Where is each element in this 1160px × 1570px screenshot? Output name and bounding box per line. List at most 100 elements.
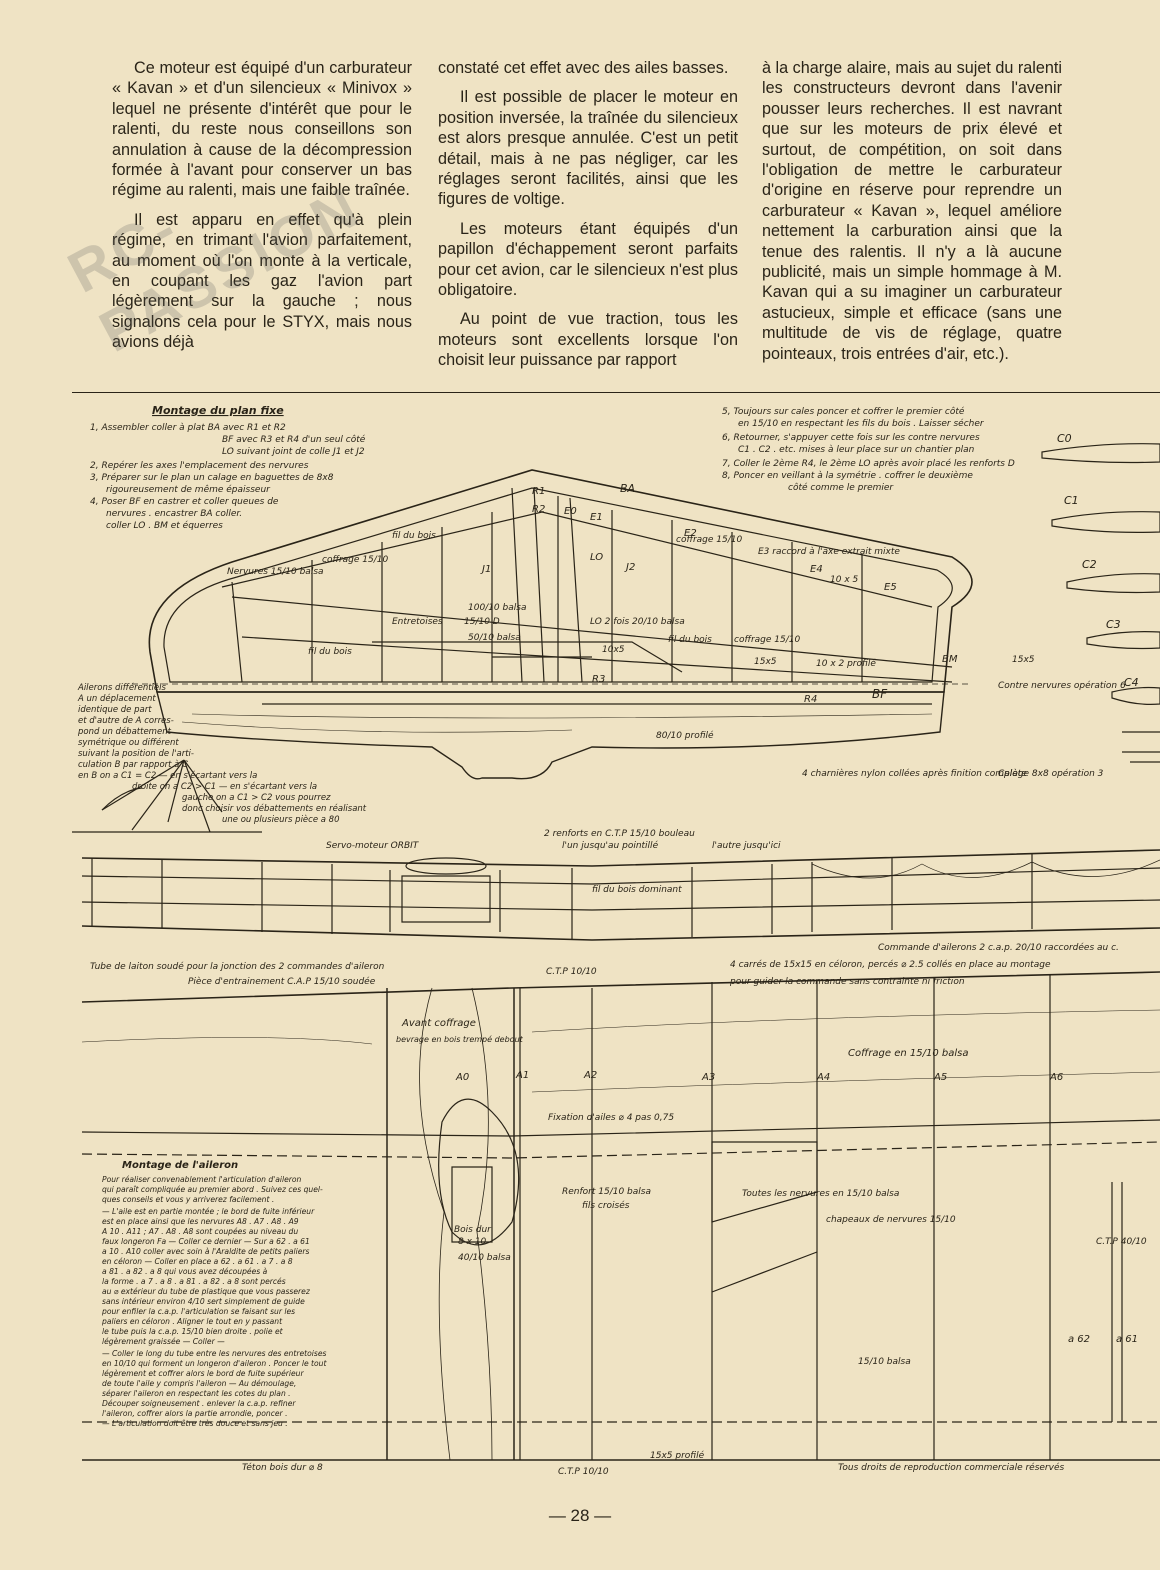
label-100-10-balsa: 100/10 balsa (468, 603, 526, 613)
station-A6: A6 (1049, 1072, 1063, 1083)
label-15x5: 15x5 (1012, 655, 1035, 665)
step-text: 2, Repérer les axes l'emplacement des ne… (90, 460, 309, 471)
step-text: coller LO . BM et équerres (106, 520, 223, 531)
label-guider: pour guider la commande sans contrainte … (729, 977, 965, 987)
label-BF: BF (872, 687, 888, 701)
aileron-text: au ⌀ extérieur du tube de plastique que … (102, 1287, 311, 1296)
aileron-text: a 81 . a 82 . a 8 qui vous avez découpée… (102, 1267, 268, 1276)
aileron-text: de toute l'aile y compris l'aileron — Au… (102, 1379, 296, 1388)
label-teton: Téton bois dur ⌀ 8 (242, 1462, 323, 1473)
step-text: 4, Poser BF en castrer et coller queues … (90, 497, 279, 507)
label-R2: R2 (532, 504, 545, 515)
label-bevrage: bevrage en bois trempé debout (396, 1034, 524, 1044)
aileron-note: culation B par rapport à C (78, 760, 188, 770)
step-text: 8, Poncer en veillant à la symétrie . co… (722, 470, 973, 481)
label-R1: R1 (532, 486, 545, 497)
aileron-text: qui paraît compliquée au premier abord .… (102, 1185, 323, 1194)
paragraph: Ce moteur est équipé d'un carburateur « … (112, 59, 412, 200)
station-A5: A5 (933, 1072, 947, 1083)
label-LO: LO (590, 552, 603, 563)
rib-label-C2: C2 (1082, 558, 1097, 571)
label-coffrage: coffrage 15/10 (676, 535, 742, 545)
label-fil-du-bois: fil du bois (308, 647, 352, 657)
aileron-text: — L'articulation doit être très douce et… (102, 1419, 288, 1428)
paragraph: Il est apparu en effet qu'à plein régime… (112, 210, 412, 352)
label-E5: E5 (884, 582, 897, 593)
step-text: 6, Retourner, s'appuyer cette fois sur l… (722, 433, 980, 443)
paragraph: constaté cet effet avec des ailes basses… (438, 59, 729, 77)
label-40-10-balsa: 40/10 balsa (458, 1253, 511, 1263)
step-text: 3, Préparer sur le plan un calage en bag… (90, 472, 334, 483)
aileron-text: A 10 . A11 ; A7 . A8 . A8 sont coupées a… (101, 1227, 298, 1236)
step-text: côté comme le premier (788, 482, 894, 493)
aileron-note: symétrique ou différent (78, 737, 179, 748)
aileron-note: A un déplacement (77, 693, 156, 704)
aileron-text: légèrement et coffrer alors le bord de f… (102, 1369, 304, 1378)
stabilizer-plan (148, 469, 973, 780)
paragraph: Il est possible de placer le moteur en p… (438, 88, 738, 209)
label-J1: J1 (480, 564, 491, 575)
label-chapeaux: chapeaux de nervures 15/10 (826, 1215, 956, 1225)
aileron-text: paliers en céloron . Aligner le tout en … (101, 1317, 283, 1326)
paragraph: à la charge alaire, mais au sujet du ral… (762, 59, 1062, 363)
label-renfort: Renfort 15/10 balsa (562, 1187, 651, 1197)
aileron-text: séparer l'aileron en respectant les cote… (102, 1389, 291, 1398)
station-A4: A4 (816, 1072, 830, 1083)
aileron-text: ques conseils et vous y arriverez facile… (102, 1195, 274, 1204)
label-ctp: C.T.P 10/10 (558, 1467, 609, 1477)
label-commande: Commande d'ailerons 2 c.a.p. 20/10 racco… (878, 942, 1119, 953)
label-E3: E3 raccord à l'axe extrait mixte (758, 547, 900, 557)
step-text: LO suivant joint de colle J1 et J2 (222, 447, 365, 457)
label-profile: 15x5 profilé (650, 1450, 705, 1461)
label-ctp-40: C.T.P 40/10 (1096, 1237, 1147, 1247)
label-J2: J2 (624, 562, 635, 573)
label-profile: 10 x 2 profilé (816, 658, 876, 669)
label-avant: Avant coffrage (401, 1018, 476, 1029)
wing-panel (81, 971, 1160, 1461)
step-text: 7, Coller le 2ème R4, le 2ème LO après a… (722, 458, 1015, 469)
step-text: 1, Assembler coller à plat BA avec R1 et… (90, 423, 286, 433)
label-fixation: Fixation d'ailes ⌀ 4 pas 0,75 (548, 1113, 674, 1123)
aileron-text: en 10/10 qui forment un longeron d'ailer… (102, 1359, 327, 1368)
station-A2: A2 (583, 1070, 597, 1081)
label-bois-dur: Bois dur (454, 1225, 492, 1235)
label-a62: a 62 (1068, 1334, 1090, 1345)
paragraph: Les moteurs étant équipés d'un papillon … (438, 219, 738, 300)
station-A1: A1 (515, 1070, 529, 1081)
label-15-10-D: 15/10 D (464, 617, 500, 627)
station-A0: A0 (455, 1072, 469, 1083)
label-E1: E1 (590, 512, 603, 523)
station-A3: A3 (701, 1072, 715, 1083)
label-coffrage: coffrage 15/10 (322, 555, 388, 565)
label-E2: E2 (684, 528, 697, 539)
label-contre-nervures: Contre nervures opération 6 (998, 680, 1126, 691)
label-piece: Pièce d'entrainement C.A.P 15/10 soudée (188, 976, 376, 987)
paragraph: Au point de vue traction, tous les moteu… (438, 310, 738, 370)
rib-profiles (1041, 443, 1160, 763)
article-column-2: constaté cet effet avec des ailes basses… (438, 58, 738, 380)
label-carres: 4 carrés de 15x15 en céloron, percés ⌀ 2… (730, 959, 1051, 970)
label-renforts: l'un jusqu'au pointillé (562, 840, 659, 851)
aileron-note: droite on a C2 > C1 — en s'écartant vers… (132, 781, 317, 792)
aileron-note: et d'autre de A corres- (78, 716, 174, 726)
label-entretoises: Entretoises (392, 617, 443, 627)
label-renforts: l'autre jusqu'ici (712, 841, 781, 851)
spar-assembly (81, 849, 1160, 941)
aileron-note: Ailerons différentiels (77, 682, 166, 693)
aileron-text: le tube puis la c.a.p. 15/10 bien droite… (102, 1327, 284, 1336)
aileron-diagram (72, 759, 262, 833)
label-fil-du-bois: fil du bois (668, 635, 712, 645)
label-E0: E0 (564, 506, 577, 517)
step-text: rigoureusement de même épaisseur (106, 484, 271, 495)
aileron-note: donc choisir vos débattements en réalisa… (182, 803, 367, 814)
aileron-text: légèrement graissée — Coller — (102, 1337, 225, 1346)
label-fils-croises: fils croisés (582, 1200, 630, 1211)
model-plan-drawing: Montage du plan fixe 1, Assembler coller… (72, 404, 1160, 1477)
label-ctp: C.T.P 10/10 (546, 967, 597, 977)
aileron-text: Découper soigneusement . enlever la c.a.… (102, 1399, 296, 1408)
article-column-3: à la charge alaire, mais au sujet du ral… (762, 58, 1062, 373)
aileron-text: Pour réaliser convenablement l'articulat… (102, 1175, 302, 1184)
label-nervures: Toutes les nervures en 15/10 balsa (742, 1189, 899, 1199)
label-coffrage: coffrage 15/10 (734, 635, 800, 645)
label-renforts: 2 renforts en C.T.P 15/10 bouleau (544, 829, 695, 839)
